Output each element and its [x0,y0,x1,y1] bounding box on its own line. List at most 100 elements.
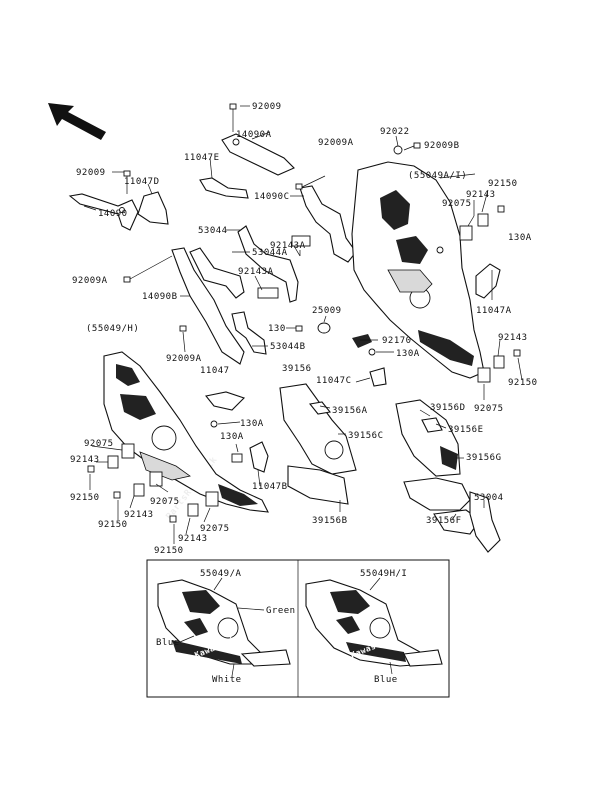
inner-panel-39156 [279,383,357,475]
bolt-92150-l1 [87,465,95,473]
bracket-11047B [249,441,269,473]
label-92143-r2: 92143 [498,333,528,343]
bracket-53044A [189,247,245,299]
grommet-92075-l1 [121,443,135,459]
label-14090: 14090 [98,209,128,219]
label-92075-r1: 92075 [442,199,472,209]
bolt-92009-left [123,170,131,194]
label-92009-left: 92009 [76,168,106,178]
bracket-11047C [369,367,387,387]
label-130A-right: 130A [508,233,532,243]
inset-left-title: 55049/A [200,569,242,579]
label-25009: 25009 [312,306,342,316]
inset-right-blue: Blue [374,675,398,685]
bracket-11047A [475,263,501,299]
bracket-14090C [299,185,357,263]
label-92143-l2: 92143 [124,510,154,520]
clip-92170 [352,334,372,348]
label-92143A-mid: 92143A [238,267,274,277]
label-53044A: 53044A [252,248,288,258]
bolt-92009A-left [123,255,173,283]
inner-panel-39156A [308,401,332,415]
bolt-92150-l2 [113,491,121,499]
label-130A-mid: 130A [396,349,420,359]
label-130A-l1: 130A [240,419,264,429]
cowl-variant-55049A: Kawasaki [157,579,291,667]
grommet-92075-r1 [459,225,473,241]
panel-53004 [469,491,501,553]
spacer-92143-l3 [187,503,199,517]
label-92075-l3: 92075 [200,524,230,534]
spacer-92143-r1 [477,213,489,227]
label-92009A: 92009A [318,138,354,148]
label-130A-l2: 130A [220,432,244,442]
label-92143-r1: 92143 [466,190,496,200]
upper-cowl-right [351,161,485,379]
label-130: 130 [268,324,286,334]
label-11047D: 11047D [124,177,160,187]
label-11047C: 11047C [316,376,352,386]
screw-130A-mid2 [368,348,376,356]
spacer-92143-l2 [133,483,145,497]
inset-left-blue: Blue [156,638,180,648]
label-92150-r1: 92150 [488,179,518,189]
label-55049-H: (55049/H) [86,324,139,334]
bracket-53044B [231,311,267,355]
bracket-14090 [68,193,139,231]
label-11047B: 11047B [252,482,288,492]
cowl-variant-55049H: Kawasaki [305,579,443,667]
label-53044B: 53044B [270,342,306,352]
label-92009A-mid: 92009A [166,354,202,364]
inner-panel-39156B [287,465,349,505]
label-39156A: 39156A [332,406,368,416]
inner-panel-39156D [395,399,461,477]
inset-left-white: White [212,675,242,685]
bracket-11047E [199,177,249,199]
label-92075-l2: 92075 [150,497,180,507]
screw-130A-l1 [210,420,218,428]
label-92022: 92022 [380,127,410,137]
label-92150-r2: 92150 [508,378,538,388]
label-53004: 53004 [474,493,504,503]
bracket-11047D [137,191,169,225]
bolt-92009B [403,142,421,151]
label-92009: 92009 [252,102,282,112]
screw-130A-l2 [231,453,243,463]
label-14090A: 14090A [236,130,272,140]
part-labels: 92009 14090A 92009A 92022 92009B 11047E … [70,102,538,556]
label-92150-l2: 92150 [98,520,128,530]
leader-lines [83,105,523,544]
label-11047E: 11047E [184,153,220,163]
label-92170: 92170 [382,336,412,346]
label-92009B: 92009B [424,141,460,151]
inset-right-title: 55049H/I [360,569,407,579]
bolt-92150-l3 [169,515,177,523]
label-92075-l1: 92075 [84,439,114,449]
label-92150-l1: 92150 [70,493,100,503]
label-39156B: 39156B [312,516,348,526]
label-92143-l1: 92143 [70,455,100,465]
label-92150-l3: 92150 [154,546,184,556]
label-14090B: 14090B [142,292,178,302]
bolt-92150-r2 [513,349,521,357]
bracket-14090B [171,247,245,365]
front-direction-arrow-icon [48,103,106,140]
bolt-92009A-top [295,175,326,190]
color-variant-inset: Kawasaki 55049/A Green Blue White Kawasa… [146,559,450,698]
label-39156E: 39156E [448,425,484,435]
label-39156D: 39156D [430,403,466,413]
label-11047A: 11047A [476,306,512,316]
washer-92022 [393,145,403,155]
label-55049A-I: (55049A/I) [408,171,467,181]
bolt-92009A-mid [179,325,187,332]
bolt-92009-top [229,103,237,132]
spacer-92143A-mid [257,287,279,299]
bracket-11047 [205,391,246,411]
label-39156F: 39156F [426,516,462,526]
spacer-92143A [291,235,311,257]
grommet-92075-l3 [205,491,219,507]
label-92143-l3: 92143 [178,534,208,544]
label-14090C: 14090C [254,192,290,202]
label-11047: 11047 [200,366,230,376]
